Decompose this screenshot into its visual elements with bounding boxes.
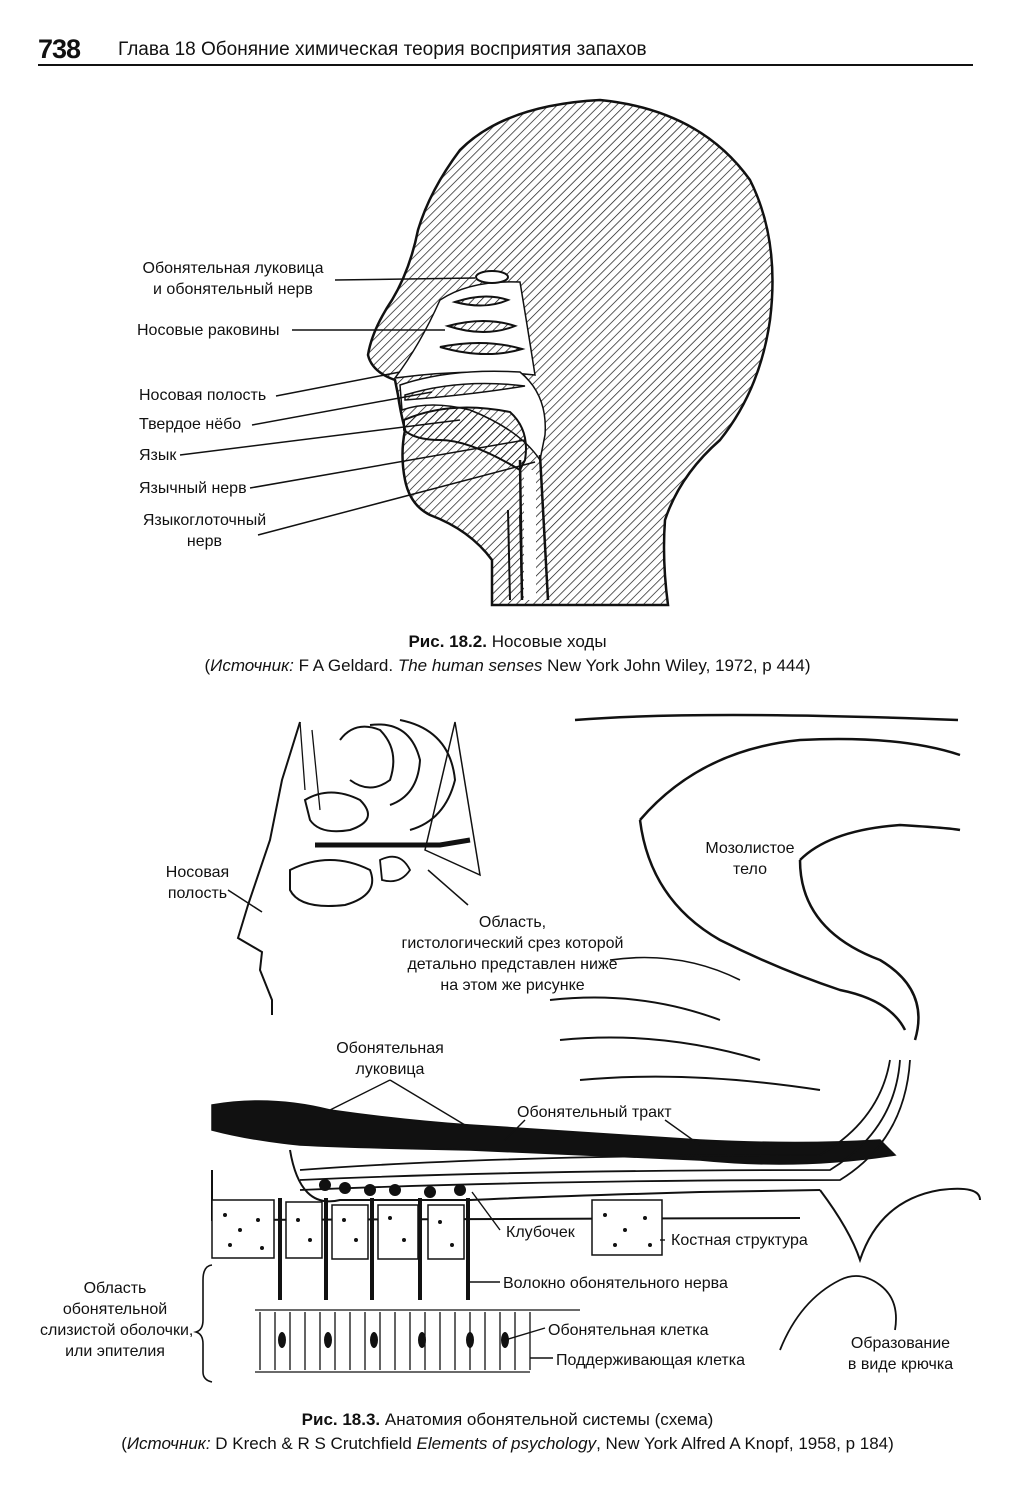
label-nasal-cavity: Носовая полость — [139, 387, 267, 404]
leader-palate — [251, 391, 433, 426]
figure-18-2-caption: Рис. 18.2. Носовые ходы (Источник: F A G… — [204, 632, 811, 675]
page-number: 738 — [38, 34, 81, 64]
leader-bulb — [334, 277, 476, 281]
label-bone-structure: Костная структура — [671, 1232, 808, 1249]
caption-label: Рис. 18.2. — [408, 632, 487, 651]
label-hard-palate: Твердое нёбо — [139, 416, 242, 433]
label-hook-formation: Образование в виде крючка — [847, 1335, 954, 1373]
label-olfactory-bulb-2: Обонятельная луковица — [336, 1040, 444, 1078]
label-turbinates: Носовые раковины — [137, 322, 280, 339]
label-glomerulus: Клубочек — [506, 1224, 575, 1241]
label-histology-area: Область, гистологический срез которой де… — [401, 914, 624, 994]
corpus-callosum-arc — [639, 737, 961, 821]
epithelium-cells — [255, 1309, 580, 1373]
leader-tongue — [179, 419, 461, 456]
chapter-title: Глава 18 Обоняние химическая теория восп… — [118, 39, 647, 60]
caption-title-2: Анатомия обонятельной системы (схема) — [384, 1410, 714, 1429]
label-nerve-fiber: Волокно обонятельного нерва — [503, 1275, 728, 1292]
caption-title: Носовые ходы — [491, 632, 607, 651]
caption-label-2: Рис. 18.3. — [301, 1410, 381, 1429]
label-mucosa-region: Область обонятельной слизистой оболочки,… — [40, 1280, 194, 1360]
caption-book-title-2: Elements of psychology — [416, 1434, 597, 1453]
label-lingual-nerve: Язычный нерв — [139, 480, 247, 497]
nose-profile — [236, 721, 301, 1015]
figure-18-3-olfactory-anatomy — [193, 713, 981, 1383]
label-supporting-cell: Поддерживающая клетка — [556, 1352, 746, 1369]
leader-lingual-nerve — [249, 439, 526, 489]
leader-glosso — [257, 461, 536, 536]
page-header: 738 Глава 18 Обоняние химическая теория … — [38, 34, 973, 66]
label-olfactory-tract: Обонятельный тракт — [517, 1104, 672, 1121]
label-tongue: Язык — [139, 447, 177, 464]
figure-18-2-head-illustration — [179, 98, 774, 607]
label-olfactory-cell: Обонятельная клетка — [548, 1322, 709, 1339]
caption-source-label-2: Источник: — [126, 1434, 211, 1453]
caption-source-label: Источник: — [210, 656, 294, 675]
label-corpus-callosum: Мозолистое тело — [705, 840, 795, 878]
label-glossopharyngeal-nerve: Языкоглоточный нерв — [142, 512, 267, 550]
label-nasal-cavity-2: Носовая полость — [165, 864, 230, 902]
figure-18-3-caption: Рис. 18.3. Анатомия обонятельной системы… — [121, 1410, 894, 1453]
caption-book-title: The human senses — [397, 656, 543, 675]
olfactory-bulb-band — [211, 1100, 897, 1165]
label-olfactory-bulb: Обонятельная луковица и обонятельный нер… — [142, 260, 324, 298]
leader-nasal-cavity — [275, 371, 401, 397]
